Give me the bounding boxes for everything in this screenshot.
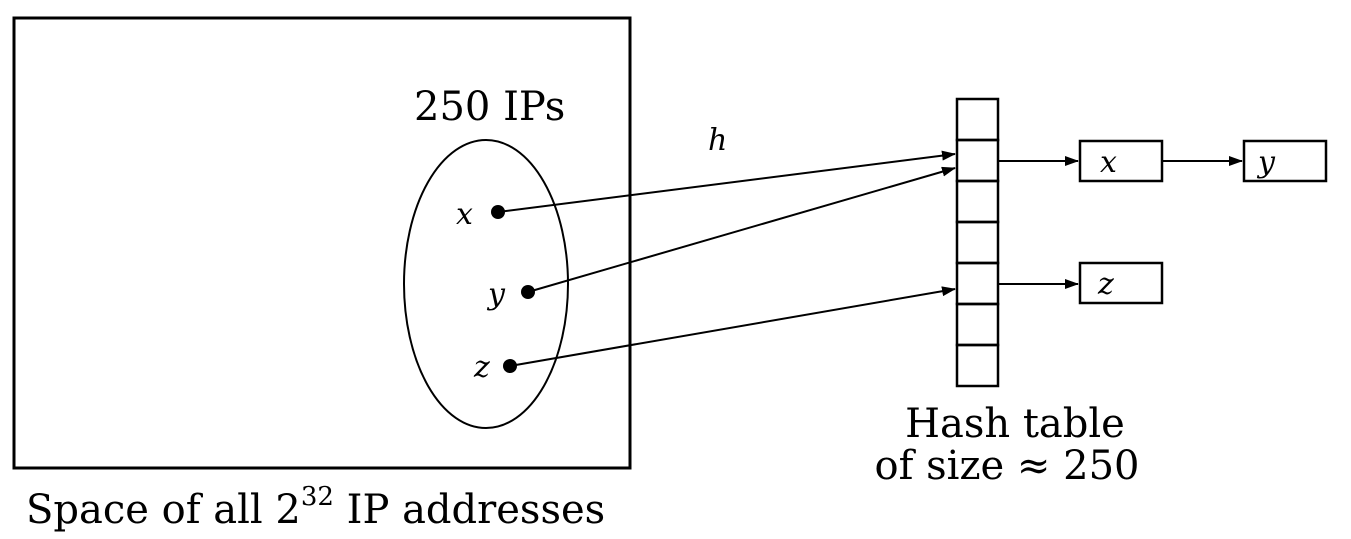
hash-table-caption-line2: of size ≈ 250 — [875, 443, 1140, 489]
chain-node-label-y: y — [1256, 145, 1276, 180]
hash-table-slot — [955, 97, 1000, 142]
point-label-x: x — [456, 197, 473, 232]
point-label-z: z — [473, 350, 490, 385]
chain-node-y — [1242, 139, 1328, 183]
chain-node-x — [1078, 139, 1164, 183]
ip-space-caption: Space of all 232 IP addresses — [26, 482, 605, 533]
hash-table-caption-line1: Hash table — [905, 401, 1125, 447]
subset-label: 250 IPs — [414, 84, 565, 130]
hash-table — [955, 97, 1000, 388]
hash-function-label: h — [708, 123, 727, 158]
hash-table-slot — [955, 138, 1000, 183]
caption-exponent: 32 — [301, 482, 334, 512]
ip-space-box — [12, 16, 632, 470]
chain-node-label-z: z — [1097, 267, 1114, 302]
hash-arrow-x — [497, 150, 956, 213]
chain-node-z — [1078, 261, 1164, 305]
hash-table-slot — [955, 179, 1000, 224]
hash-table-slot — [955, 220, 1000, 265]
hash-table-slot — [955, 343, 1000, 388]
subset-ellipse — [403, 139, 569, 429]
hash-table-slot — [955, 302, 1000, 347]
hash-arrow-z — [509, 286, 956, 367]
point-label-y: y — [486, 277, 506, 312]
chain-node-label-x: x — [1100, 145, 1117, 180]
hash-table-slot — [955, 261, 1000, 306]
hash-arrow-y — [527, 166, 956, 293]
